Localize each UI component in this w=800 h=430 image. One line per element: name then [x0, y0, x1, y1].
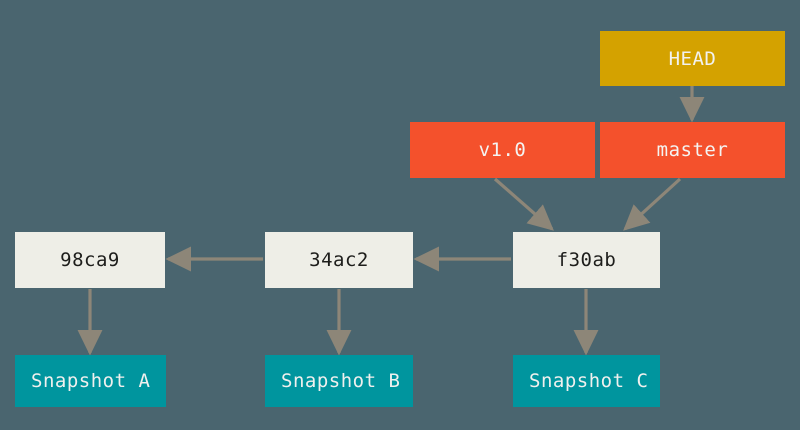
node-branch-master-label: master [656, 139, 729, 161]
node-commit-98ca9-label: 98ca9 [60, 249, 120, 271]
node-snapshot-a-label: Snapshot A [31, 370, 151, 392]
node-commit-f30ab[interactable]: f30ab [513, 232, 660, 288]
node-commit-f30ab-label: f30ab [556, 249, 617, 271]
node-snapshot-c[interactable]: Snapshot C [513, 355, 660, 407]
node-snapshot-b[interactable]: Snapshot B [265, 355, 413, 407]
node-snapshot-c-label: Snapshot C [529, 370, 649, 392]
node-tag-v1-0[interactable]: v1.0 [410, 122, 595, 178]
node-tag-v1-0-label: v1.0 [478, 139, 527, 161]
arrow-v10-to-f30ab [493, 177, 554, 231]
node-head[interactable]: HEAD [600, 31, 785, 86]
node-commit-34ac2[interactable]: 34ac2 [265, 232, 413, 288]
node-commit-98ca9[interactable]: 98ca9 [15, 232, 165, 288]
node-branch-master[interactable]: master [600, 122, 785, 178]
node-snapshot-a[interactable]: Snapshot A [15, 355, 166, 407]
node-commit-34ac2-label: 34ac2 [309, 249, 369, 271]
node-snapshot-b-label: Snapshot B [281, 370, 401, 392]
node-head-label: HEAD [668, 47, 717, 70]
arrow-master-to-f30ab [623, 177, 682, 231]
